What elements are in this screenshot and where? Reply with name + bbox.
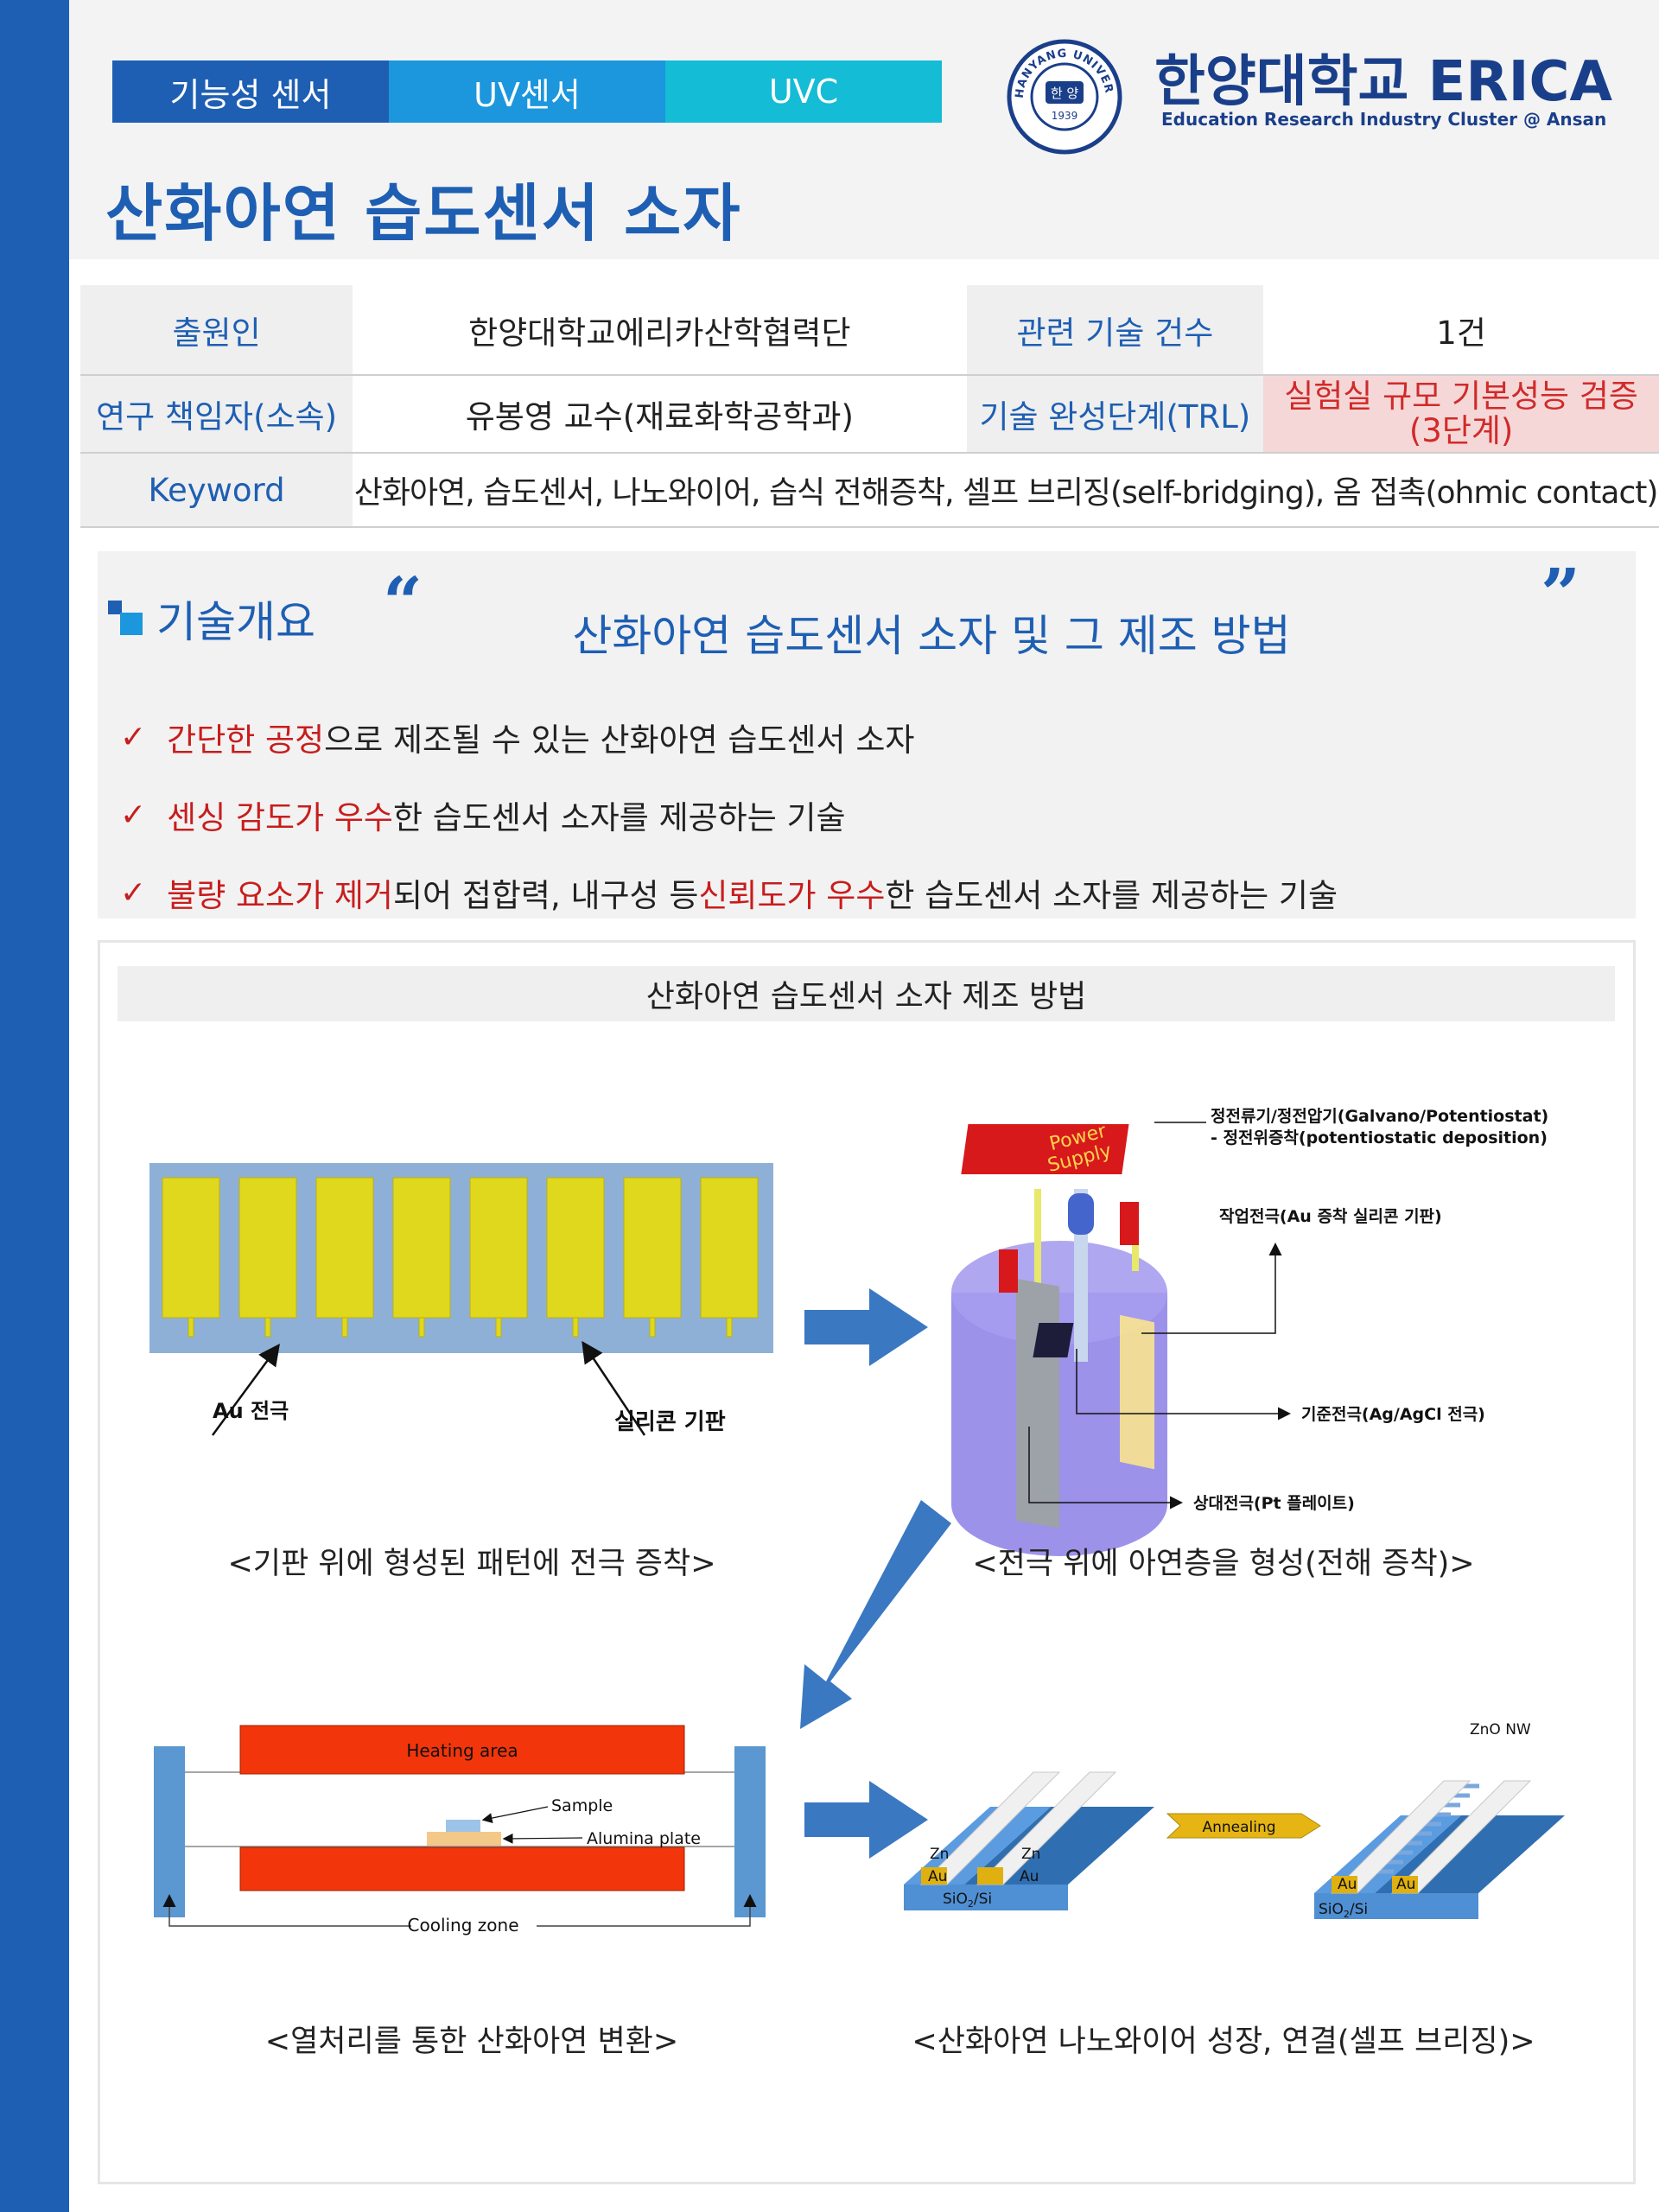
substrate-label-right: SiO2/Si [1319, 1901, 1368, 1920]
bullet-text: 한 습도센서 소자를 제공하는 기술 [392, 799, 846, 836]
step4-nanowire-bridging: Zn Au Zn Au SiO2/Si Annealing Au Au ZnO … [904, 1721, 1565, 1920]
step1-caption: <기판 위에 형성된 패턴에 전극 증착> [227, 1547, 716, 1581]
electrode-finger [469, 1177, 528, 1319]
reference-electrode-label: 기준전극(Ag/AgCl 전극) [1301, 1405, 1485, 1424]
electrode-finger [700, 1177, 759, 1319]
au-electrode-label: Au 전극 [213, 1399, 289, 1423]
silicon-substrate-label: 실리콘 기판 [614, 1409, 726, 1435]
section-square-icon [108, 601, 143, 635]
zno-nw-label: ZnO NW [1470, 1721, 1531, 1738]
bullet-text: 되어 접합력, 내구성 등 [392, 877, 699, 914]
list-item: ✓ 센싱 감도가 우수 한 습도센서 소자를 제공하는 기술 [120, 776, 1338, 854]
step2-caption: <전극 위에 아연층을 형성(전해 증착)> [972, 1547, 1475, 1581]
electrode-lead [649, 1317, 656, 1338]
au-label-right: Au [1020, 1868, 1039, 1885]
electrode-finger [162, 1177, 220, 1319]
bullet-text: 한 습도센서 소자를 제공하는 기술 [885, 877, 1338, 914]
electrode-lead [495, 1317, 502, 1338]
check-icon: ✓ [120, 719, 147, 755]
trl-value: 실험실 규모 기본성능 검증 (3단계) [1263, 375, 1659, 454]
overview-bullets: ✓ 간단한 공정 으로 제조될 수 있는 산화아연 습도센서 소자 ✓ 센싱 감… [120, 698, 1338, 931]
overview-section: 기술개요 “ ” 산화아연 습도센서 소자 및 그 제조 방법 ✓ 간단한 공정… [98, 551, 1636, 918]
substrate-label-left: SiO2/Si [943, 1891, 992, 1910]
step3-furnace: Heating area Sample Alumina plate Coolin… [154, 1725, 766, 1936]
seal-center-text: 한 양 [1051, 86, 1079, 101]
trl-value-line1: 실험실 규모 기본성능 검증 [1284, 378, 1638, 415]
electrode-lead [264, 1317, 271, 1338]
tab-uvc[interactable]: UVC [665, 60, 942, 123]
list-item: ✓ 간단한 공정 으로 제조될 수 있는 산화아연 습도센서 소자 [120, 698, 1338, 776]
bullet-text: 으로 제조될 수 있는 산화아연 습도센서 소자 [324, 721, 915, 759]
potentiostatic-deposition-label: - 정전위증착(potentiostatic deposition) [1211, 1128, 1548, 1147]
electrode-finger [546, 1177, 605, 1319]
diagram-title: 산화아연 습도센서 소자 제조 방법 [118, 966, 1615, 1021]
open-quote-icon: “ [383, 562, 423, 643]
info-table: 출원인 한양대학교에리카산학협력단 관련 기술 건수 1건 연구 책임자(소속)… [80, 285, 1659, 528]
step2-electrodeposition-cell: Power Supply 정전류기/정전압기(Galvano/Potentios… [951, 1107, 1548, 1556]
overview-heading-text: 기술개요 [156, 597, 315, 647]
electrode-lead [572, 1317, 579, 1338]
electrode-lead [341, 1317, 348, 1338]
cooling-zone-label: Cooling zone [408, 1915, 519, 1936]
logo-name: 한양대학교 ERICA [1154, 50, 1612, 114]
arrow-down-left-icon [800, 1500, 951, 1729]
electrode-lead [726, 1317, 733, 1338]
step4-caption: <산화아연 나노와이어 성장, 연결(셀프 브리징)> [912, 2024, 1535, 2059]
electrode-finger [623, 1177, 682, 1319]
trl-value-line2: (3단계) [1408, 412, 1514, 449]
arrow-right-icon [804, 1288, 928, 1366]
close-quote-icon: ” [1541, 553, 1581, 634]
step3-caption: <열처리를 통한 산화아연 변환> [264, 2024, 679, 2059]
category-tabs: 기능성 센서 UV센서 UVC [112, 60, 942, 123]
overview-heading: 기술개요 [108, 588, 315, 650]
keyword-value: 산화아연, 습도센서, 나노와이어, 습식 전해증착, 셀프 브리징(self-… [353, 453, 1659, 528]
tab-functional-sensor[interactable]: 기능성 센서 [112, 60, 389, 123]
electrode-lead [188, 1317, 194, 1338]
keyword-label: Keyword [80, 453, 353, 528]
zn-label-right: Zn [1021, 1846, 1040, 1863]
au-label-annealed-left: Au [1338, 1876, 1357, 1893]
zn-label-left: Zn [930, 1846, 949, 1863]
left-sidebar-band [0, 0, 69, 2212]
au-label-left: Au [928, 1868, 947, 1885]
arrow-right-icon [804, 1781, 928, 1859]
process-diagram: 산화아연 습도센서 소자 제조 방법 Au 전극 실리콘 기판 [98, 940, 1636, 2184]
list-item: ✓ 불량 요소가 제거 되어 접합력, 내구성 등 신뢰도가 우수 한 습도센서… [120, 854, 1338, 931]
bullet-highlight: 간단한 공정 [167, 721, 325, 759]
logo-tagline: Education Research Industry Cluster @ An… [1161, 109, 1606, 130]
bullet-highlight: 센싱 감도가 우수 [167, 799, 393, 836]
applicant-value: 한양대학교에리카산학협력단 [353, 285, 967, 376]
header-background [69, 0, 1659, 259]
count-value: 1건 [1263, 285, 1659, 376]
researcher-value: 유봉영 교수(재료화학공학과) [353, 375, 967, 454]
counter-electrode-label: 상대전극(Pt 플레이트) [1193, 1494, 1355, 1513]
electrode-finger [315, 1177, 374, 1319]
electrode-finger [392, 1177, 451, 1319]
bullet-highlight: 신뢰도가 우수 [698, 877, 886, 914]
applicant-label: 출원인 [80, 285, 353, 376]
step1-electrode-pattern: Au 전극 실리콘 기판 [149, 1163, 773, 1436]
annealing-arrow-icon [1166, 1813, 1321, 1839]
seal-year: 1939 [1052, 110, 1078, 122]
alumina-plate-label: Alumina plate [587, 1829, 701, 1848]
electrode-lead [418, 1317, 425, 1338]
trl-label: 기술 완성단계(TRL) [966, 375, 1264, 454]
potentiostat-label: 정전류기/정전압기(Galvano/Potentiostat) [1211, 1107, 1548, 1126]
au-label-annealed-right: Au [1396, 1876, 1415, 1893]
count-label: 관련 기술 건수 [966, 285, 1264, 376]
page-title: 산화아연 습도센서 소자 [105, 177, 742, 250]
researcher-label: 연구 책임자(소속) [80, 375, 353, 454]
overview-subtitle: 산화아연 습도센서 소자 및 그 제조 방법 [572, 611, 1291, 661]
electrode-finger [238, 1177, 297, 1319]
working-electrode-label: 작업전극(Au 증착 실리콘 기판) [1219, 1207, 1442, 1226]
check-icon: ✓ [120, 797, 147, 833]
bullet-highlight: 불량 요소가 제거 [167, 877, 393, 914]
annealing-label: Annealing [1202, 1819, 1275, 1836]
check-icon: ✓ [120, 874, 147, 911]
university-logo: HANYANG UNIVERSITY 한 양 1939 한양대학교 ERICA … [997, 25, 1624, 156]
sample-label: Sample [551, 1796, 613, 1815]
heating-area-label: Heating area [406, 1740, 518, 1761]
tab-uv-sensor[interactable]: UV센서 [389, 60, 665, 123]
